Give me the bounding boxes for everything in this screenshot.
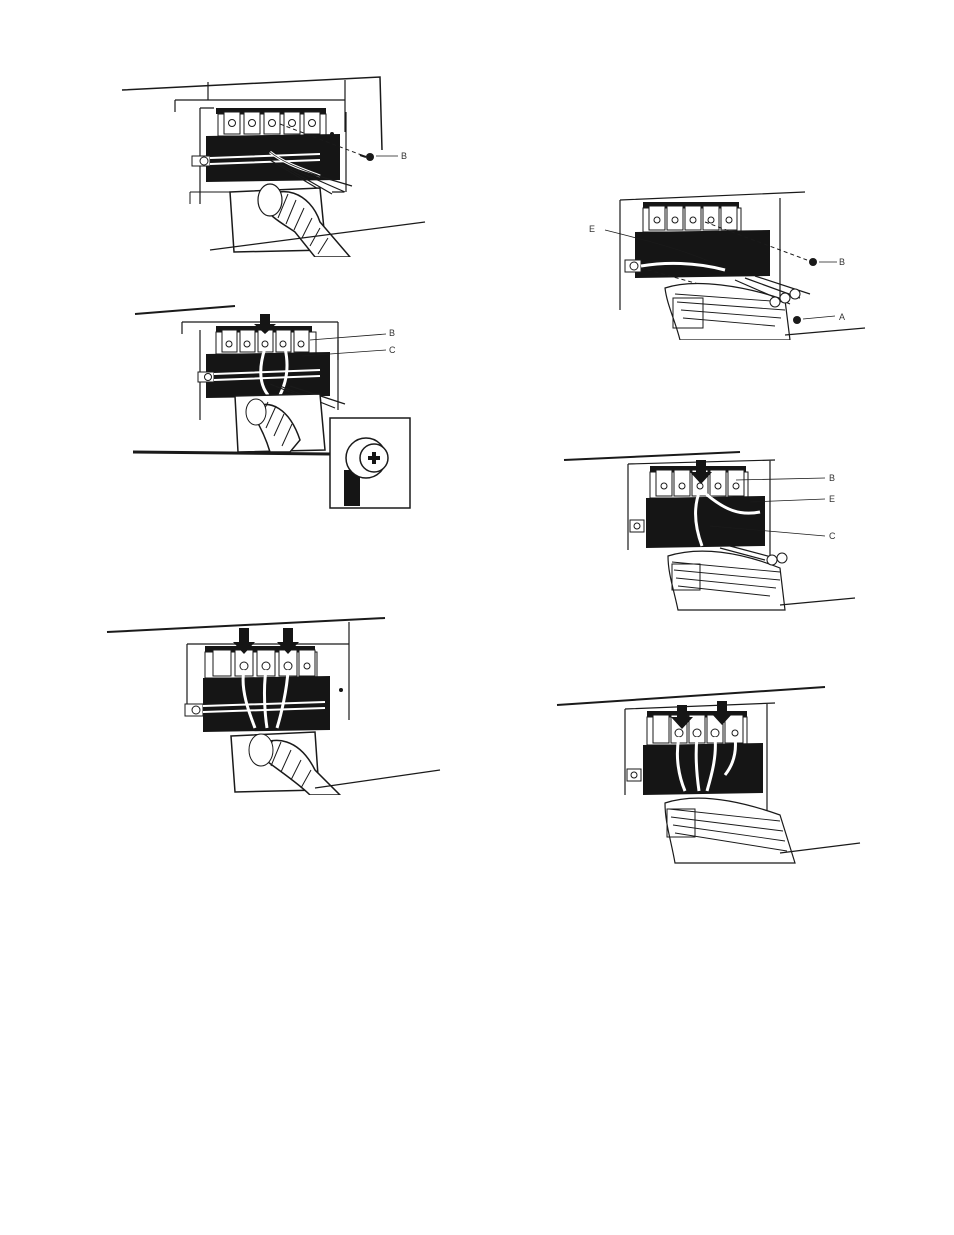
figure-6: [555, 685, 865, 865]
figure-5: B E C: [560, 450, 860, 615]
label-c: C: [389, 345, 396, 355]
terminal-block: [643, 711, 763, 795]
figure-1: B: [120, 72, 440, 257]
power-cord: [667, 545, 788, 611]
terminal-block: [635, 202, 770, 278]
screw-icon: [359, 153, 374, 161]
down-arrow-icon: [254, 314, 276, 334]
terminal-block: [206, 108, 340, 182]
flexible-conduit: [248, 733, 342, 795]
label-b: B: [829, 473, 835, 483]
down-arrow-icon: [711, 701, 733, 725]
phillips-screw-icon: [368, 452, 380, 464]
label-e: E: [589, 224, 595, 234]
screw-icon: [793, 316, 801, 324]
inset-detail: [329, 417, 411, 509]
down-arrow-icon: [233, 628, 255, 654]
terminal-block: [646, 466, 765, 548]
flexible-conduit: [257, 183, 351, 257]
terminal-block: [206, 326, 330, 398]
label-b: B: [839, 257, 845, 267]
terminal-block: [203, 646, 343, 732]
figure-2: B C: [130, 300, 420, 512]
label-b: B: [389, 328, 395, 338]
down-arrow-icon: [690, 460, 712, 484]
figure-3: [105, 610, 445, 795]
flexible-conduit: [245, 398, 301, 453]
label-b: B: [401, 151, 407, 161]
label-a: A: [839, 312, 845, 322]
label-e: E: [829, 494, 835, 504]
screw-icon: [809, 258, 817, 266]
down-arrow-icon: [671, 705, 693, 729]
power-cord: [664, 797, 796, 864]
down-arrow-icon: [277, 628, 299, 654]
power-cord: [664, 275, 811, 340]
figure-4: E B A: [585, 190, 870, 340]
label-c: C: [829, 531, 836, 541]
